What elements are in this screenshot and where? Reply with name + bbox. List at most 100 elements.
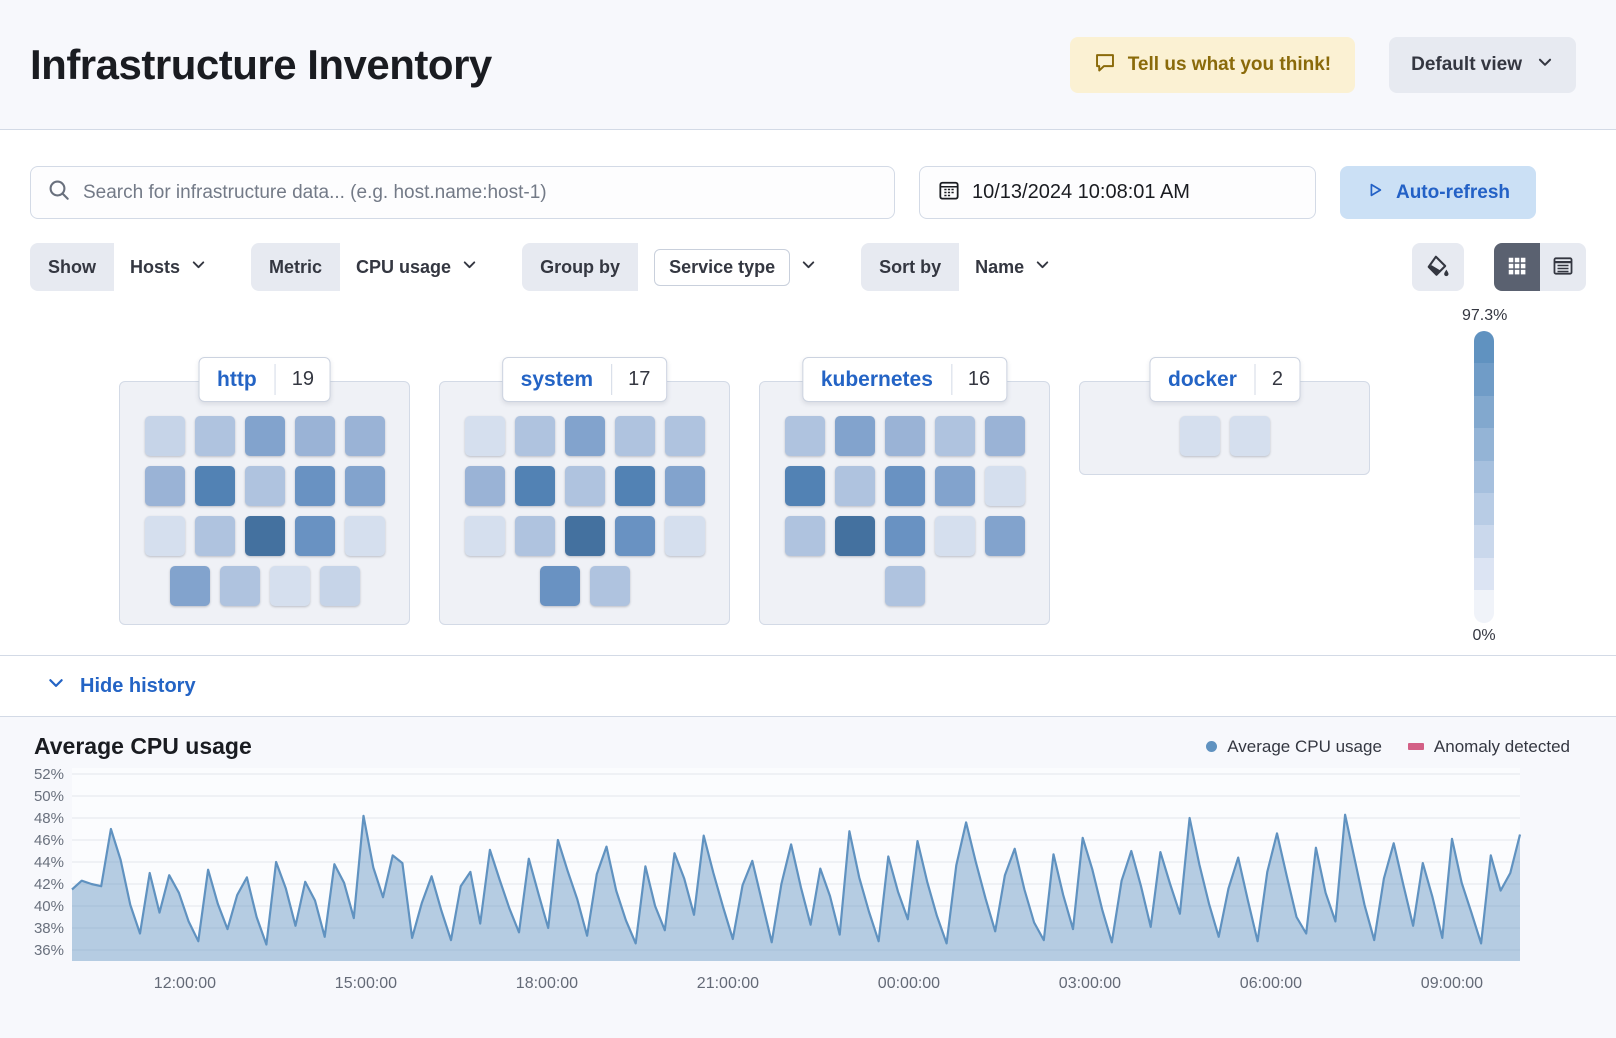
host-tile[interactable] [169, 566, 210, 606]
host-tile[interactable] [1229, 416, 1270, 456]
host-tile[interactable] [294, 416, 335, 456]
series-dot-marker [1206, 741, 1218, 752]
host-tile[interactable] [194, 516, 235, 556]
group-name-link[interactable]: system [520, 367, 594, 391]
host-tile[interactable] [464, 466, 505, 506]
host-tile[interactable] [984, 516, 1025, 556]
group-card-http: http 19 [119, 357, 410, 625]
host-tile[interactable] [834, 516, 875, 556]
tile-grid [440, 382, 729, 624]
host-tile[interactable] [144, 416, 185, 456]
filter-value-dropdown[interactable]: Name [959, 243, 1068, 291]
search-row: 10/13/2024 10:08:01 AM Auto-refresh [30, 166, 1586, 219]
host-tile[interactable] [664, 466, 705, 506]
date-time-picker[interactable]: 10/13/2024 10:08:01 AM [919, 166, 1316, 219]
host-tile[interactable] [784, 466, 825, 506]
host-tile[interactable] [144, 516, 185, 556]
header-actions: Tell us what you think! Default view [1069, 36, 1576, 93]
color-palette-button[interactable] [1412, 243, 1464, 291]
host-tile[interactable] [539, 566, 580, 606]
table-view-button[interactable] [1540, 243, 1586, 291]
view-mode-toggle [1494, 243, 1586, 291]
host-tile[interactable] [984, 416, 1025, 456]
host-tile[interactable] [784, 416, 825, 456]
search-input[interactable] [83, 181, 878, 204]
host-tile[interactable] [564, 466, 605, 506]
host-tile[interactable] [884, 516, 925, 556]
tile-row [120, 516, 409, 556]
host-tile[interactable] [269, 566, 310, 606]
host-tile[interactable] [244, 416, 285, 456]
host-tile[interactable] [884, 416, 925, 456]
host-tile[interactable] [834, 416, 875, 456]
host-tile[interactable] [514, 466, 555, 506]
host-tile[interactable] [464, 416, 505, 456]
host-tile[interactable] [514, 416, 555, 456]
host-tile[interactable] [244, 466, 285, 506]
host-tile[interactable] [614, 466, 655, 506]
host-tile[interactable] [614, 516, 655, 556]
auto-refresh-button[interactable]: Auto-refresh [1340, 166, 1536, 219]
group-card-kubernetes: kubernetes 16 [759, 357, 1050, 625]
svg-text:12:00:00: 12:00:00 [154, 975, 216, 992]
host-tile[interactable] [294, 516, 335, 556]
host-tile[interactable] [144, 466, 185, 506]
host-tile[interactable] [344, 516, 385, 556]
group-name-link[interactable]: kubernetes [820, 367, 933, 391]
group-name-link[interactable]: http [217, 367, 257, 391]
group-badge-system[interactable]: system 17 [501, 357, 668, 402]
paint-bucket-icon [1426, 254, 1450, 281]
feedback-button[interactable]: Tell us what you think! [1069, 36, 1356, 93]
host-tile[interactable] [664, 416, 705, 456]
host-tile[interactable] [934, 466, 975, 506]
host-tile[interactable] [834, 466, 875, 506]
group-badge-http[interactable]: http 19 [198, 357, 331, 402]
svg-text:52%: 52% [34, 766, 64, 783]
host-tile[interactable] [784, 516, 825, 556]
host-tile[interactable] [934, 516, 975, 556]
legend-item[interactable]: Anomaly detected [1407, 737, 1570, 757]
host-tile[interactable] [514, 516, 555, 556]
host-tile[interactable] [614, 416, 655, 456]
group-count: 17 [628, 368, 651, 390]
host-tile[interactable] [884, 566, 925, 606]
host-tile[interactable] [984, 466, 1025, 506]
host-tile[interactable] [564, 416, 605, 456]
host-tile[interactable] [934, 416, 975, 456]
chart-title: Average CPU usage [34, 733, 252, 759]
host-tile[interactable] [344, 416, 385, 456]
legend-item[interactable]: Average CPU usage [1206, 737, 1382, 757]
filter-label: Metric [251, 243, 341, 291]
filter-value-dropdown[interactable]: Hosts [114, 243, 224, 291]
host-tile[interactable] [884, 466, 925, 506]
host-tile[interactable] [194, 466, 235, 506]
filter-value-dropdown[interactable]: CPU usage [340, 243, 495, 291]
host-tile[interactable] [194, 416, 235, 456]
group-name-link[interactable]: docker [1168, 367, 1237, 391]
host-tile[interactable] [219, 566, 260, 606]
grid-view-icon [1506, 255, 1528, 280]
host-tile[interactable] [344, 466, 385, 506]
hide-history-toggle[interactable]: Hide history [46, 673, 196, 699]
host-tile[interactable] [294, 466, 335, 506]
grid-view-button[interactable] [1494, 243, 1540, 291]
host-tile[interactable] [1179, 416, 1220, 456]
group-badge-docker[interactable]: docker 2 [1149, 357, 1300, 402]
chart-legend: Average CPU usage Anomaly detected [1206, 737, 1570, 757]
host-tile[interactable] [564, 516, 605, 556]
host-tile[interactable] [319, 566, 360, 606]
group-badge-kubernetes[interactable]: kubernetes 16 [801, 357, 1008, 402]
tile-row [440, 466, 729, 506]
host-tile[interactable] [244, 516, 285, 556]
host-tile[interactable] [589, 566, 630, 606]
host-tile[interactable] [464, 516, 505, 556]
host-tile[interactable] [664, 516, 705, 556]
default-view-dropdown[interactable]: Default view [1389, 36, 1576, 93]
legend-gradient-bar [1474, 331, 1494, 623]
svg-text:46%: 46% [34, 832, 64, 849]
filter-value-dropdown[interactable]: Service type [638, 243, 834, 291]
filter-selected-value: Name [975, 256, 1025, 277]
